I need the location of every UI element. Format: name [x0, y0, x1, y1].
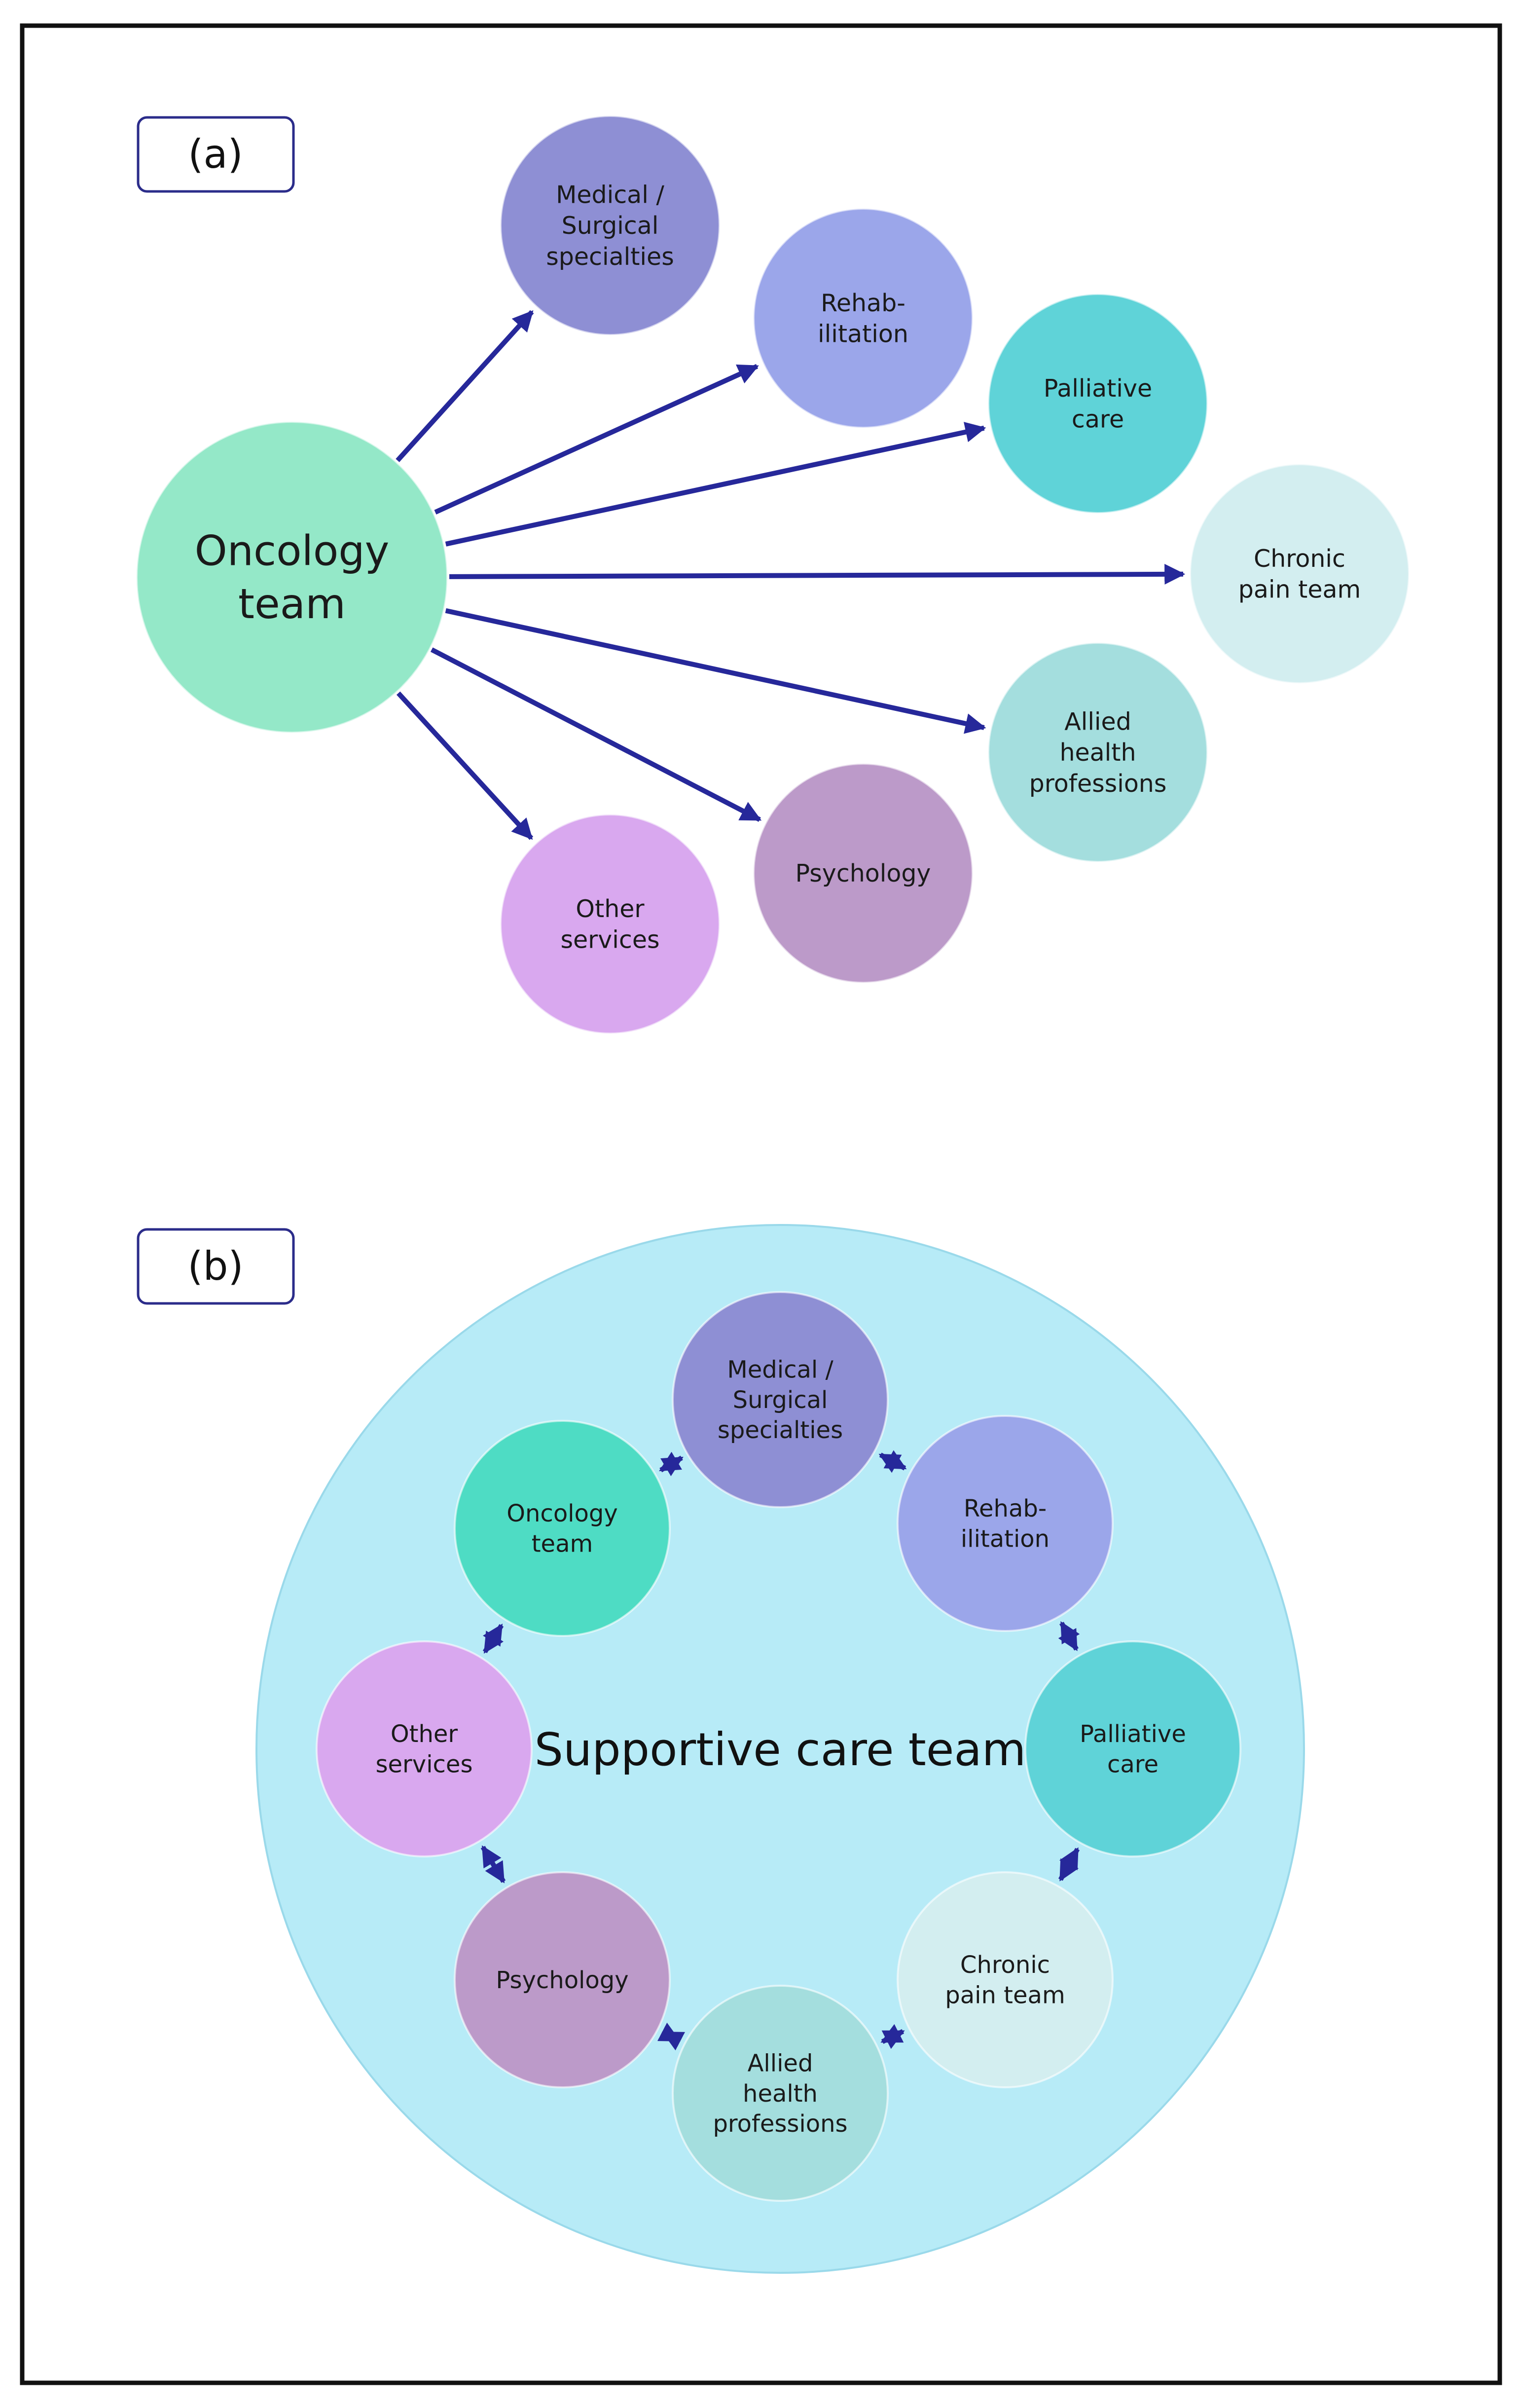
panel-b-rehab-label: Rehab-ilitation	[961, 1495, 1050, 1553]
panel-a-oncology-hub-circle	[136, 421, 448, 734]
panel-a-arrow-chronic	[449, 563, 1186, 585]
panel-a-rehab-circle	[753, 208, 974, 429]
panel-b-other-circle	[316, 1640, 533, 1857]
panel-a-rehab-label: Rehab-ilitation	[818, 289, 908, 348]
panel-b-rehab-circle	[897, 1415, 1114, 1632]
panel-a-allied-circle	[987, 642, 1208, 863]
panel-a-arrow-palliative	[445, 422, 986, 547]
panel-b-allied-circle	[672, 1985, 889, 2202]
panel-b-rehab-node: Rehab-ilitation	[897, 1415, 1114, 1632]
panel-b-label: (b)	[187, 1243, 243, 1289]
panel-a-rehab-node: Rehab-ilitation	[753, 208, 974, 429]
panel-b-label-box: (b)	[137, 1228, 295, 1305]
panel-b-chronic-circle	[897, 1871, 1114, 2088]
panel-b-psychology-circle	[454, 1871, 671, 2088]
panel-a-label-box: (a)	[137, 116, 295, 193]
panel-b-palliative-circle	[1024, 1640, 1241, 1857]
panel-a-psychology-label: Psychology	[796, 859, 931, 888]
panel-b-medical-circle	[672, 1291, 889, 1508]
panel-b-arrow-chronic-allied	[880, 2024, 905, 2049]
panel-b-arrow-medical-rehab	[878, 1450, 907, 1473]
panel-b-arrow-rehab-palliative	[1058, 1621, 1080, 1651]
panel-a-other-circle	[500, 814, 721, 1035]
panel-b-arrow-other-oncology	[482, 1624, 504, 1654]
panel-b-psychology-node: Psychology	[454, 1871, 671, 2088]
panel-a-arrow-medical	[396, 310, 534, 462]
panel-a-arrow-rehab	[434, 364, 759, 515]
panel-a-palliative-circle	[987, 293, 1208, 514]
panel-a-psychology-node: Psychology	[753, 763, 974, 984]
panel-a-medical-circle	[500, 115, 721, 336]
panel-a-arrows	[396, 310, 1186, 840]
panel-a-arrow-allied	[445, 608, 986, 734]
panel-a-chronic-circle	[1189, 463, 1410, 684]
panel-a-label: (a)	[188, 131, 243, 177]
supportive-care-title: Supportive care team	[535, 1723, 1026, 1776]
panel-b-psychology-label: Psychology	[496, 1966, 628, 1994]
panel-a-arrow-psychology	[430, 647, 762, 822]
panel-b-arrow-allied-psychology	[657, 2022, 686, 2051]
panel-b-arrow-psychology-other	[480, 1845, 506, 1884]
panel-b-oncology-circle	[454, 1420, 671, 1637]
panel-b-arrows	[480, 1450, 1080, 2051]
panel-a-arrow-other	[396, 691, 534, 840]
panel-a-psychology-circle	[753, 763, 974, 984]
panel-b-arrow-oncology-medical	[659, 1451, 684, 1477]
panel-b-arrow-palliative-chronic	[1058, 1847, 1080, 1882]
